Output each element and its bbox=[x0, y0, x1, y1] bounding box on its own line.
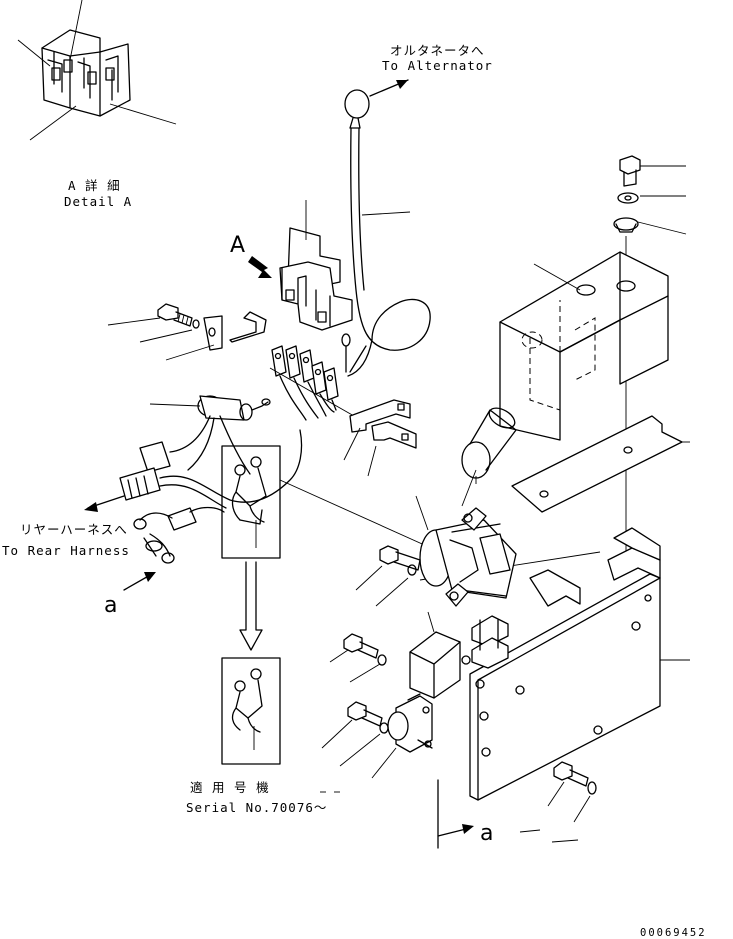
ref-a-bottom: a bbox=[480, 821, 493, 846]
plate-bracket bbox=[529, 569, 581, 607]
serial-label-jp: 適 用 号 機 bbox=[190, 780, 270, 795]
relay-pair bbox=[279, 200, 353, 331]
flasher-unit bbox=[409, 611, 485, 699]
alternator-label-en: To Alternator bbox=[382, 58, 493, 73]
cover-box bbox=[499, 251, 669, 441]
view-a-arrow bbox=[248, 256, 272, 278]
serial-label-en: Serial No.70076～ bbox=[186, 800, 327, 815]
bolt-lower bbox=[321, 701, 389, 767]
bolt-flasher bbox=[329, 633, 387, 683]
detail-a-label-jp: A 詳 細 bbox=[68, 178, 121, 193]
alternator-cable bbox=[341, 89, 431, 377]
ref-a-bottom-arrow bbox=[437, 779, 579, 849]
harness-terminals bbox=[271, 345, 339, 421]
bolt-bottom bbox=[547, 761, 597, 823]
view-a-label: A bbox=[230, 233, 245, 258]
fuse-clips bbox=[471, 615, 509, 669]
rear-harness-label-en: To Rear Harness bbox=[2, 543, 130, 558]
bolt-relay bbox=[355, 545, 421, 607]
bolt-left bbox=[157, 303, 200, 329]
rubber-cap bbox=[461, 407, 517, 484]
detail-box-lower bbox=[221, 657, 281, 765]
lower-relay bbox=[371, 693, 433, 779]
drawing-number: 00069452 bbox=[640, 927, 707, 939]
bracket-left bbox=[203, 311, 267, 351]
wiring-harness bbox=[119, 395, 303, 564]
change-arrow bbox=[239, 561, 263, 651]
alternator-arrow bbox=[369, 79, 409, 97]
ref-a-left-arrow bbox=[123, 572, 156, 591]
ref-a-left: a bbox=[104, 593, 117, 618]
battery-relay bbox=[415, 469, 517, 607]
detail-a-label-en: Detail A bbox=[64, 194, 132, 209]
alternator-label-jp: オルタネータへ bbox=[390, 43, 485, 58]
gasket-plate bbox=[511, 415, 690, 513]
mounting-plate bbox=[419, 527, 690, 801]
detail-a-relay-block bbox=[17, 0, 177, 141]
detail-box-upper bbox=[221, 445, 281, 559]
rear-harness-arrow bbox=[84, 495, 125, 512]
rear-harness-label-jp: リヤーハーネスへ bbox=[20, 522, 128, 537]
bracket-middle bbox=[349, 399, 417, 449]
